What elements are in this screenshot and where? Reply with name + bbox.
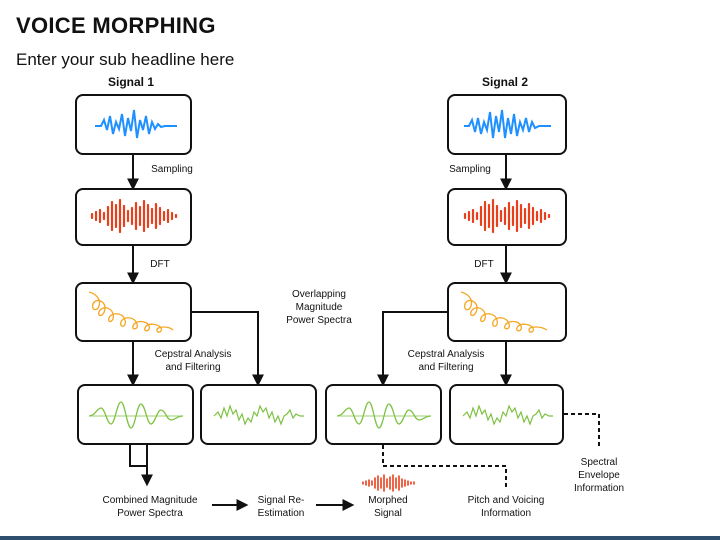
- green-wave-icon: [462, 404, 553, 426]
- cepstral-label-left: Cepstral Analysis and Filtering: [145, 348, 241, 374]
- dft-label-left: DFT: [150, 259, 170, 270]
- dashed-spectral: [564, 413, 600, 448]
- sampled-signal1-box: [75, 188, 192, 246]
- page-subtitle: Enter your sub headline here: [16, 50, 235, 69]
- spectral-line3: Information: [573, 483, 625, 494]
- reest-line1: Signal Re-: [257, 495, 305, 506]
- arrow-overlap-left: [192, 311, 264, 387]
- red-waveform-icon: [463, 198, 551, 234]
- morphed-line2: Signal: [374, 508, 402, 519]
- overlap-line3: Power Spectra: [286, 315, 352, 326]
- sampled-signal2-box: [447, 188, 567, 246]
- dft-signal2-box: [447, 282, 567, 342]
- green-wave-icon: [336, 401, 432, 429]
- combined-spectra-label: Combined Magnitude Power Spectra: [88, 494, 212, 520]
- overlap-line1: Overlapping: [292, 289, 346, 300]
- filtered-smooth-box-1: [77, 384, 194, 445]
- blue-waveform-icon: [464, 109, 551, 139]
- combined-line1: Combined Magnitude: [102, 495, 198, 506]
- morphed-waveform-icon: [362, 474, 415, 492]
- filtered-jagged-box-2: [449, 384, 564, 445]
- pitch-voicing-label: Pitch and Voicing Information: [452, 494, 560, 520]
- overlap-label: Overlapping Magnitude Power Spectra: [276, 288, 362, 327]
- morphed-signal-label: Morphed Signal: [355, 494, 421, 520]
- spectral-line1: Spectral: [580, 457, 618, 468]
- cepstral-left-line1: Cepstral Analysis: [154, 349, 232, 360]
- sampling-label-right: Sampling: [449, 164, 491, 175]
- filtered-smooth-box-2: [325, 384, 442, 445]
- spectral-envelope-label: Spectral Envelope Information: [560, 456, 638, 495]
- page-title: VOICE MORPHING: [16, 13, 216, 38]
- combined-line2: Power Spectra: [117, 508, 183, 519]
- signal1-label: Signal 1: [107, 75, 154, 89]
- orange-spiral-icon: [460, 291, 548, 333]
- morphed-line1: Morphed: [368, 495, 408, 506]
- orange-spiral-icon: [88, 291, 174, 333]
- cepstral-label-right: Cepstral Analysis and Filtering: [398, 348, 494, 374]
- signal2-waveform-box: [447, 94, 567, 155]
- overlap-line2: Magnitude: [295, 302, 343, 313]
- cepstral-right-line1: Cepstral Analysis: [407, 349, 485, 360]
- dashed-pitch: [382, 445, 507, 488]
- pitch-line1: Pitch and Voicing: [467, 495, 545, 506]
- cepstral-left-line2: and Filtering: [165, 362, 221, 373]
- signal2-label: Signal 2: [481, 75, 528, 89]
- sampling-label-left: Sampling: [151, 164, 193, 175]
- combine-line: [129, 445, 147, 467]
- filtered-jagged-box-1: [200, 384, 317, 445]
- dft-signal1-box: [75, 282, 192, 342]
- pitch-line2: Information: [480, 508, 532, 519]
- green-wave-icon: [88, 401, 184, 429]
- arrow-overlap-right: [377, 311, 447, 387]
- spectral-line2: Envelope: [578, 470, 620, 481]
- cepstral-right-line2: and Filtering: [418, 362, 474, 373]
- red-waveform-icon: [90, 198, 178, 234]
- footer-bar: [0, 536, 720, 540]
- green-wave-icon: [213, 404, 304, 426]
- blue-waveform-icon: [95, 109, 177, 139]
- reest-line2: Estimation: [257, 508, 305, 519]
- signal1-waveform-box: [75, 94, 192, 155]
- reestimation-label: Signal Re- Estimation: [248, 494, 314, 520]
- dft-label-right: DFT: [474, 259, 494, 270]
